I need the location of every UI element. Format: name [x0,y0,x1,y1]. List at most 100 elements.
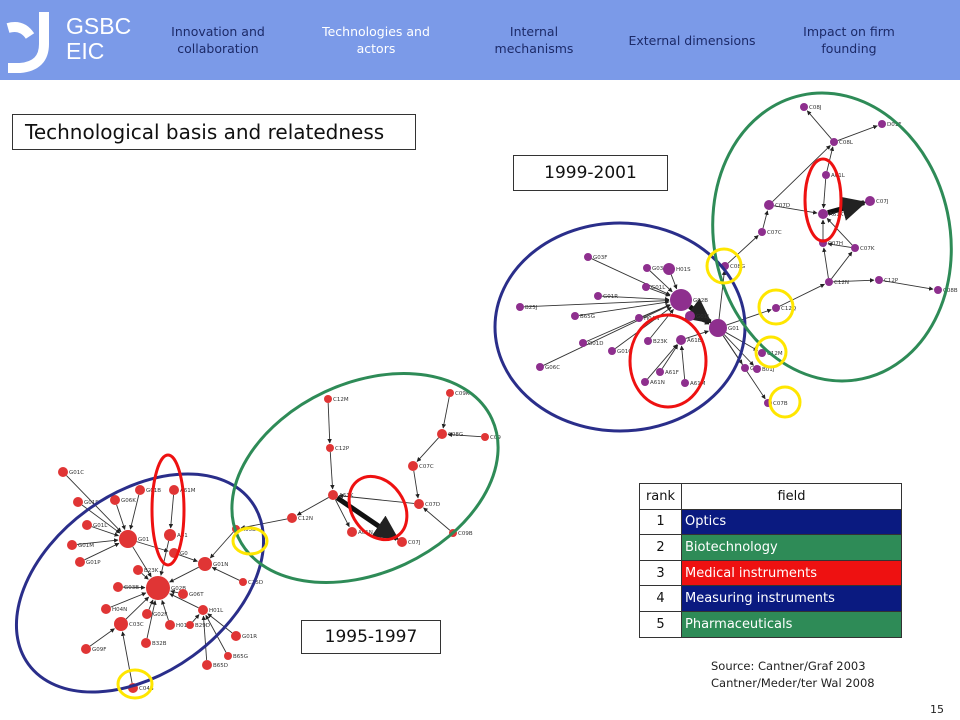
late-network-edge [832,278,875,283]
late-network-node-label: D01F [887,122,901,128]
period-label-late: 1999-2001 [513,155,668,191]
early-network-node [133,565,143,575]
highlight-c12m-late [754,335,788,369]
late-network-node [709,319,727,337]
early-network-edge [209,531,234,559]
late-network-node-label: C07H [828,241,843,247]
highlight-c08g-late [705,247,743,285]
early-network-node [81,644,91,654]
early-network-node [408,461,418,471]
late-network-node [670,289,692,311]
late-network-node-label: G06C [545,365,560,371]
early-network-node [82,520,92,530]
late-network-node-label: A61B [687,338,702,344]
late-network-edge [649,270,673,293]
early-network-edge [136,541,169,553]
early-network-node [239,578,247,586]
late-network-edge [647,344,678,380]
table-header-rank: rank [639,483,682,510]
late-network-node [758,228,766,236]
early-network-edge [168,494,175,529]
nav-external-dimensions[interactable]: External dimensions [618,14,766,66]
late-network-node-label: G01D [588,341,604,347]
highlight-pharma-early [347,474,409,542]
early-network-node [437,429,447,439]
early-network-node-label: H05B [241,527,256,533]
early-network-node [287,513,297,523]
late-network-node-label: C07J [876,199,889,205]
nav-label: Internal [509,24,559,39]
table-cell-rank: 1 [639,508,682,536]
late-network-node-label: A61F [665,370,679,376]
ranking-table: rank field 1 Optics 2 Biotechnology 3 Me… [639,483,902,638]
late-network-node [608,347,616,355]
late-network-node [878,120,886,128]
early-network-node-label: G0 [180,551,188,557]
early-network-edge [205,614,227,653]
late-network-node [800,103,808,111]
early-network-node [110,495,120,505]
early-network-node-label: H01S [176,623,191,629]
early-network-node [165,620,175,630]
late-network-edge [591,258,671,296]
early-network-node-label: B32B [152,641,167,647]
early-network-node [186,621,194,629]
early-network-edge [416,437,439,462]
late-network-edge [826,146,835,172]
table-cell-field: Measuring instruments [681,585,902,612]
early-network-edge [122,585,146,590]
table-row: 1 Optics [639,508,902,536]
late-network-node [865,196,875,206]
highlight-c07b-late [768,385,802,419]
cluster-biotech-late [711,91,953,383]
early-network-node-label: C08G [448,432,463,438]
early-network-edge [338,493,415,504]
late-network-edge [718,270,727,320]
late-network-node-label: C08J [809,105,822,111]
highlight-medical-early [150,453,186,567]
early-network-node-label: C12M [333,397,349,403]
early-network-node [141,638,151,648]
highlight-bridge-early [231,526,269,556]
early-network-node-label: C12N [298,516,313,522]
early-network-node [114,617,128,631]
late-network-edge [586,304,671,342]
period-label-early: 1995-1997 [301,620,441,654]
early-network-node [101,604,111,614]
slide-title: Technological basis and relatedness [12,114,416,150]
table-row: 2 Biotechnology [639,534,902,561]
early-network-node [414,499,424,509]
late-network-node-label: B25J [525,305,538,311]
late-network-node [851,244,859,252]
early-network-node-label: G01P [86,560,101,566]
late-network-edge [601,295,670,302]
late-network-node-label: A61N [650,380,665,386]
late-network-edge [685,330,709,339]
early-network-node-label: B23K [144,568,159,574]
early-network-node [328,490,338,500]
early-network-node-label: A61K [339,493,354,499]
early-network-node [324,395,332,403]
early-network-edge [148,599,154,610]
late-network-edge [725,332,759,351]
late-network-node [656,368,664,376]
late-network-edge [831,251,853,280]
late-network-node [516,303,524,311]
early-network-node-label: C07D [425,502,440,508]
late-network-node [584,253,592,261]
early-network-edge [329,451,335,490]
early-network-node [164,529,176,541]
late-network-node [644,337,652,345]
late-network-edge [822,247,829,279]
early-network-node [73,497,83,507]
late-network-edges [523,110,934,400]
logo-line-1: GSBC [66,13,132,39]
late-network-edge [727,235,759,264]
early-network-edge [125,596,150,620]
early-network-node [142,609,152,619]
logo-mark-icon [6,12,49,73]
